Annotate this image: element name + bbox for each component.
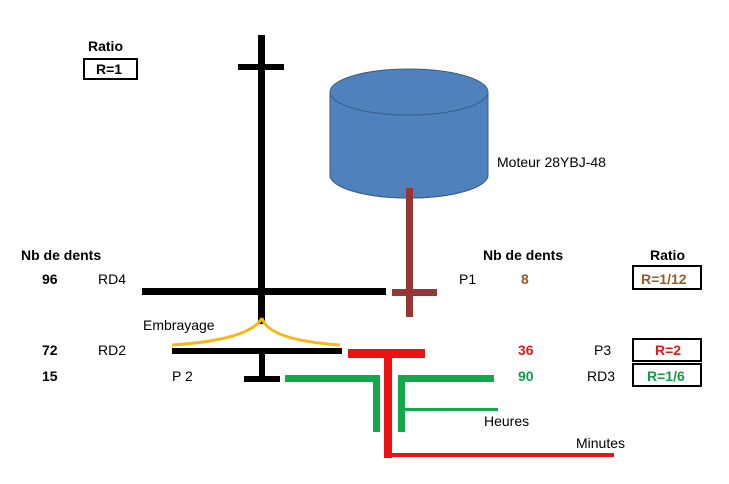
right-count-rd3: 90 <box>518 368 534 384</box>
ratio-top-value: R=1 <box>96 61 122 77</box>
left-name-rd4: RD4 <box>98 271 126 287</box>
motor <box>329 68 489 199</box>
gear-rd3-left <box>285 375 373 382</box>
right-name-p3: P3 <box>594 342 611 358</box>
left-count-p2: 15 <box>42 368 58 384</box>
hours-pointer <box>405 408 498 411</box>
right-count-p1: 8 <box>521 271 529 287</box>
right-name-p1: P1 <box>459 271 476 287</box>
left-name-rd2: RD2 <box>98 342 126 358</box>
right-count-p3: 36 <box>518 342 534 358</box>
motor-label: Moteur 28YBJ-48 <box>497 154 606 170</box>
hours-tube-right <box>398 375 405 432</box>
clutch-label: Embrayage <box>143 317 215 333</box>
gear-rd2 <box>172 348 342 354</box>
clutch-curve-right <box>260 317 341 347</box>
ratio-top-box <box>83 58 138 80</box>
minutes-shaft <box>384 354 392 458</box>
gear-rd4 <box>142 288 386 295</box>
motor-shaft <box>406 188 413 317</box>
hours-label: Heures <box>484 413 529 429</box>
ratio-top-heading: Ratio <box>88 38 123 54</box>
gear-rd3-right <box>398 375 494 382</box>
right-name-rd3: RD3 <box>587 368 615 384</box>
ratio-box-rd3 <box>632 363 702 387</box>
top-gear-bar <box>238 64 284 70</box>
minutes-label: Minutes <box>576 435 625 451</box>
gear-p2 <box>244 376 280 382</box>
ratio-right-heading: Ratio <box>650 247 685 263</box>
right-heading: Nb de dents <box>483 247 563 263</box>
left-count-rd4: 96 <box>42 271 58 287</box>
gear-p3 <box>348 349 425 358</box>
main-shaft <box>258 35 265 324</box>
ratio-value-rd3: R=1/6 <box>647 368 685 384</box>
clutch-curve-left <box>171 317 264 347</box>
ratio-value-p1: R=1/12 <box>641 271 687 287</box>
ratio-box-p3 <box>632 338 702 362</box>
ratio-value-p3: R=2 <box>655 342 681 358</box>
lower-shaft <box>259 354 265 380</box>
left-count-rd2: 72 <box>42 342 58 358</box>
hours-tube-left <box>373 375 380 432</box>
ratio-box-p1 <box>632 265 702 290</box>
left-name-p2: P 2 <box>172 368 193 384</box>
minutes-pointer <box>384 453 614 457</box>
gear-p1 <box>392 289 437 296</box>
left-heading: Nb de dents <box>21 247 101 263</box>
